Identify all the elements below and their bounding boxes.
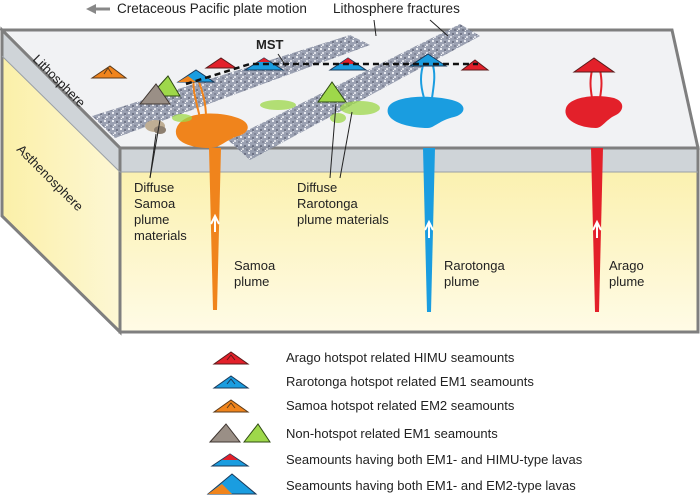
svg-text:plume: plume <box>234 274 269 289</box>
svg-text:Samoa: Samoa <box>234 258 276 273</box>
diffuse-rarotonga-label: Diffuse Rarotonga plume materials <box>297 180 389 227</box>
samoa-seamount-icon <box>212 399 250 413</box>
svg-text:Arago: Arago <box>609 258 644 273</box>
diffuse-samoa-materials <box>145 120 166 134</box>
diffuse-rarotonga-materials <box>172 100 380 123</box>
legend-label-1: Rarotonga hotspot related EM1 seamounts <box>286 374 534 389</box>
em1-himu-seamount-icon <box>210 453 250 467</box>
nonhotspot-seamount-gray <box>138 83 171 105</box>
diffuse-samoa-label: Diffuse Samoa plume materials <box>134 180 187 243</box>
legend-label-3: Non-hotspot related EM1 seamounts <box>286 426 498 441</box>
samoa-plume <box>175 75 248 310</box>
legend-label-0: Arago hotspot related HIMU seamounts <box>286 350 515 365</box>
svg-text:Diffuse: Diffuse <box>134 180 174 195</box>
mst-trend-line <box>185 62 478 86</box>
legend: Arago hotspot related HIMU seamounts Rar… <box>206 350 583 495</box>
left-face-lithosphere <box>2 30 120 172</box>
svg-text:materials: materials <box>134 228 187 243</box>
fracture-band-upper <box>92 35 370 138</box>
rarotonga-plume-label: Rarotonga plume <box>444 258 505 289</box>
rarotonga-seamount-icon <box>212 375 250 389</box>
nonhotspot-seamount-icon <box>208 423 271 443</box>
rarotonga-plume <box>387 61 464 312</box>
svg-text:Diffuse: Diffuse <box>297 180 337 195</box>
plate-motion-arrow <box>86 4 110 14</box>
leader-lines <box>149 19 449 179</box>
fractures-label: Lithosphere fractures <box>333 1 460 16</box>
svg-text:Rarotonga: Rarotonga <box>297 196 358 211</box>
legend-label-5: Seamounts having both EM1- and EM2-type … <box>286 478 576 493</box>
em1-himu-seamount-1 <box>204 57 238 69</box>
svg-text:Samoa: Samoa <box>134 196 176 211</box>
mst-label: MST <box>256 37 284 52</box>
plate-motion-label: Cretaceous Pacific plate motion <box>117 1 307 16</box>
arago-plume <box>565 69 623 312</box>
svg-text:plume: plume <box>609 274 644 289</box>
arago-seamount-icon <box>212 351 250 365</box>
svg-text:Rarotonga: Rarotonga <box>444 258 505 273</box>
em1-em2-seamount-icon <box>206 473 258 495</box>
arago-plume-label: Arago plume <box>609 258 644 289</box>
svg-text:plume: plume <box>134 212 169 227</box>
legend-label-4: Seamounts having both EM1- and HIMU-type… <box>286 452 583 467</box>
svg-text:plume: plume <box>444 274 479 289</box>
legend-label-2: Samoa hotspot related EM2 seamounts <box>286 398 515 413</box>
front-face-asthenosphere <box>120 172 698 332</box>
left-face-asthenosphere <box>2 56 120 332</box>
samoa-plume-label: Samoa plume <box>234 258 276 289</box>
svg-text:plume materials: plume materials <box>297 212 389 227</box>
fracture-band-lower <box>228 24 480 160</box>
front-face-lithosphere <box>120 148 698 172</box>
samoa-seamount-far <box>90 65 128 79</box>
arago-seamount-right <box>572 57 616 73</box>
